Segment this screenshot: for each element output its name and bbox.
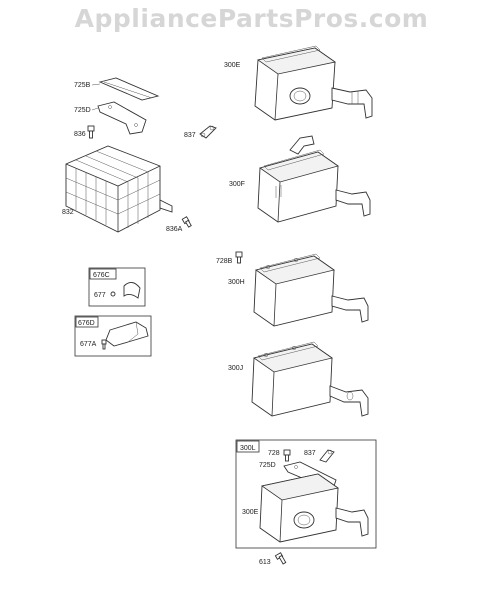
label-832: 832 — [62, 209, 74, 216]
screw-836[interactable] — [87, 125, 95, 139]
screw-728b[interactable] — [235, 251, 243, 264]
label-677: 677 — [94, 292, 106, 299]
screw-728[interactable] — [283, 449, 291, 462]
bracket-725b[interactable] — [98, 77, 160, 101]
label-677a: 677A — [80, 341, 97, 348]
muffler-300e-kit[interactable] — [259, 473, 369, 543]
label-676d: 676D — [78, 320, 95, 327]
label-728b: 728B — [216, 258, 233, 265]
gasket-837-kit[interactable] — [319, 449, 335, 463]
label-836: 836 — [74, 131, 86, 138]
label-836a: 836A — [166, 226, 183, 233]
label-300j: 300J — [228, 365, 243, 372]
label-300e-kit: 300E — [242, 509, 259, 516]
bracket-725d[interactable] — [97, 101, 147, 135]
muffler-300f[interactable] — [257, 135, 371, 223]
screw-613[interactable] — [274, 552, 287, 565]
site-watermark: AppliancePartsPros.com — [74, 4, 429, 33]
kit-676d[interactable] — [74, 315, 152, 357]
label-728: 728 — [268, 450, 280, 457]
label-300h: 300H — [228, 279, 245, 286]
label-837-kit: 837 — [304, 450, 316, 457]
label-837: 837 — [184, 132, 196, 139]
label-300e: 300E — [224, 62, 241, 69]
muffler-300h[interactable] — [253, 253, 369, 327]
label-725d-kit: 725D — [259, 462, 276, 469]
label-725b: 725B — [74, 82, 91, 89]
gasket-837[interactable] — [199, 125, 217, 139]
label-676c: 676C — [93, 272, 110, 279]
muffler-300e[interactable] — [254, 45, 373, 121]
label-300l: 300L — [240, 445, 256, 452]
kit-300l[interactable] — [235, 439, 377, 549]
label-613: 613 — [259, 559, 271, 566]
screw-836a[interactable] — [181, 216, 192, 228]
guard-832[interactable] — [65, 145, 173, 233]
label-300f: 300F — [229, 181, 245, 188]
kit-676c[interactable] — [88, 267, 146, 307]
muffler-300j[interactable] — [251, 341, 369, 417]
label-725d: 725D — [74, 107, 91, 114]
